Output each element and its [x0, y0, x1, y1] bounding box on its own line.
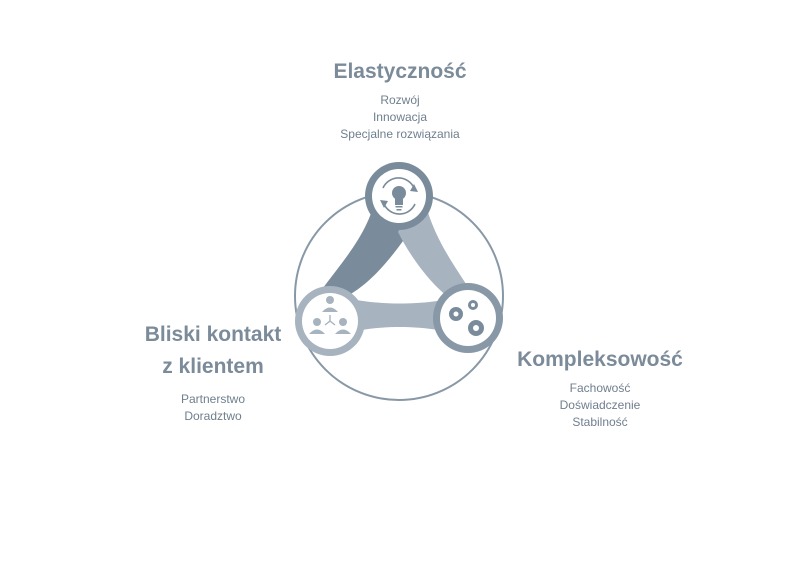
left-title-line1: Bliski kontakt	[144, 323, 282, 346]
node-left	[295, 286, 365, 356]
lightbulb-cycle-icon	[380, 177, 418, 215]
right-item: Stabilność	[572, 415, 628, 429]
left-item: Doradztwo	[184, 409, 242, 423]
connector-bottom	[338, 296, 462, 336]
right-item: Doświadczenie	[559, 398, 641, 412]
top-item: Innowacja	[372, 110, 428, 124]
right-item: Fachowość	[569, 381, 631, 395]
top-title: Elastyczność	[333, 60, 467, 83]
left-item: Partnerstwo	[180, 392, 246, 406]
node-top	[365, 162, 433, 230]
gears-icon	[449, 300, 484, 336]
top-item: Rozwój	[380, 93, 420, 107]
top-label-block: Elastyczność Rozwój Innowacja Specjalne …	[250, 60, 550, 143]
right-label-block: Kompleksowość Fachowość Doświadczenie St…	[500, 348, 700, 431]
top-item: Specjalne rozwiązania	[340, 127, 460, 141]
node-right	[433, 283, 503, 353]
right-title: Kompleksowość	[517, 348, 683, 371]
people-network-icon	[309, 296, 351, 334]
left-label-block: Bliski kontakt z klientem Partnerstwo Do…	[118, 323, 308, 425]
left-title-line2: z klientem	[162, 355, 264, 378]
